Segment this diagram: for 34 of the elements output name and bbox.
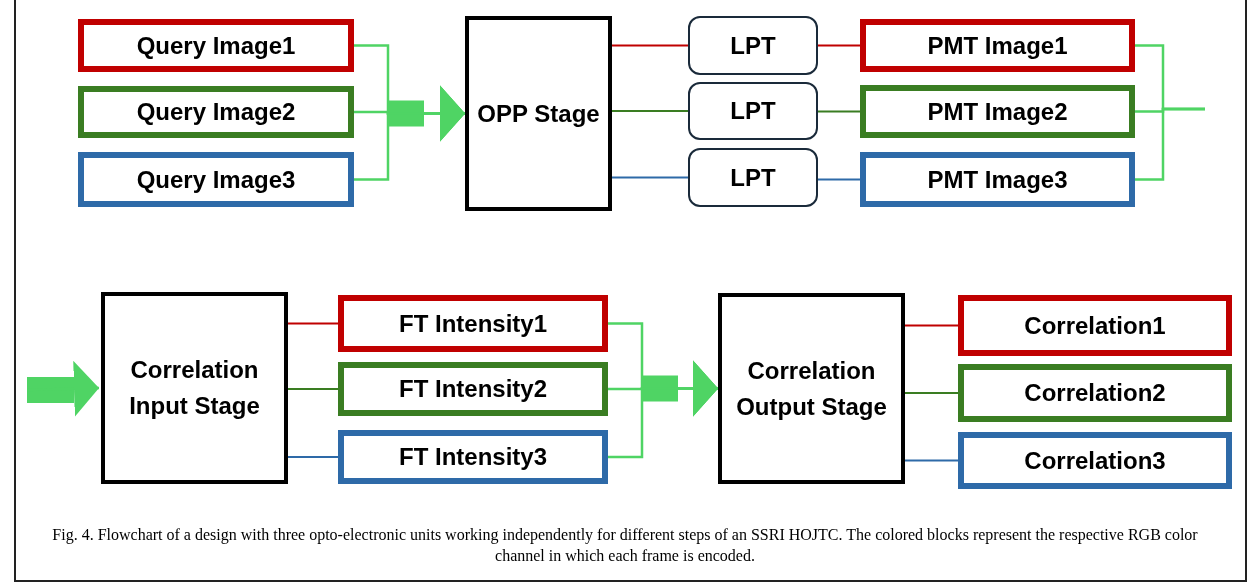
connector-line <box>904 459 959 462</box>
process-box: Correlation Input Stage <box>101 292 288 484</box>
process-box: Correlation Output Stage <box>718 293 905 484</box>
process-box: FT Intensity3 <box>338 430 608 484</box>
process-box: Query Image3 <box>78 152 354 207</box>
process-box: FT Intensity1 <box>338 295 608 352</box>
process-box: LPT <box>688 148 818 207</box>
process-box: OPP Stage <box>465 16 612 211</box>
process-box: Correlation2 <box>958 364 1232 422</box>
connector-line <box>611 44 689 47</box>
connector-line <box>904 392 959 394</box>
connector-line <box>287 388 339 390</box>
connector-line <box>817 110 861 113</box>
process-box: PMT Image1 <box>860 19 1135 72</box>
bracket-arrow <box>354 85 465 181</box>
process-box: PMT Image3 <box>860 152 1135 207</box>
connector-line <box>817 178 861 181</box>
bracket-line <box>1135 107 1205 181</box>
process-box: Query Image1 <box>78 19 354 72</box>
process-box: LPT <box>688 82 818 140</box>
figure-caption: Fig. 4. Flowchart of a design with three opto-electronic units working independently for different steps of an SSRI HOJTC. The colored blocks represent the respective RGB color channel in which each frame is encoded. <box>51 525 1199 566</box>
connector-line <box>611 176 689 179</box>
connector-line <box>817 44 861 47</box>
connector-line <box>287 456 339 458</box>
connector-line <box>287 322 339 325</box>
process-box: Correlation1 <box>958 295 1232 356</box>
process-box: FT Intensity2 <box>338 362 608 416</box>
process-box: Query Image2 <box>78 86 354 138</box>
connector-line <box>611 110 689 112</box>
process-box: Correlation3 <box>958 432 1232 489</box>
process-box: PMT Image2 <box>860 85 1135 138</box>
connector-line <box>904 324 959 327</box>
process-box: LPT <box>688 16 818 75</box>
bracket-arrow <box>608 360 718 459</box>
